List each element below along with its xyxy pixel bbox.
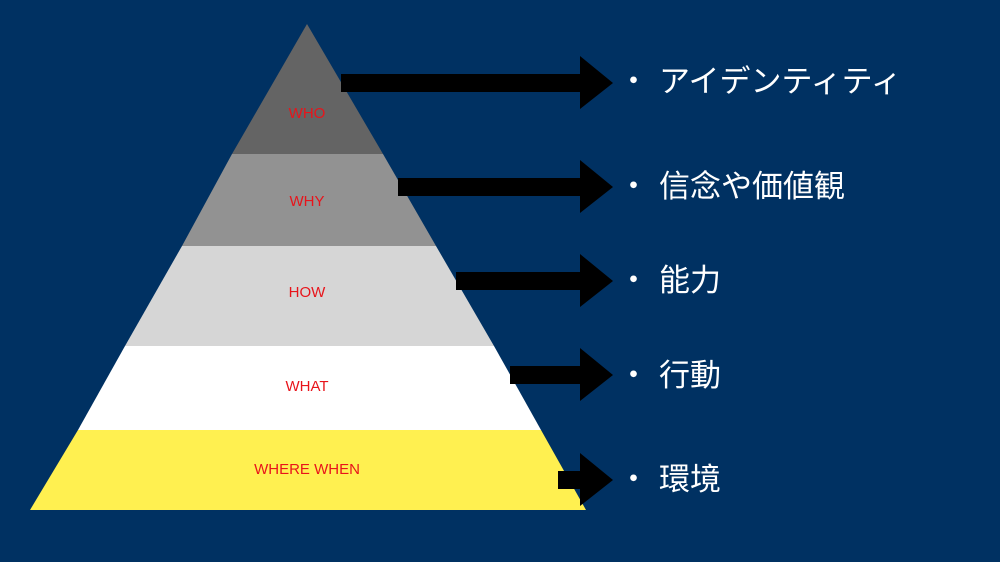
pyramid-layer-how [125, 246, 494, 346]
pyramid-layer-where [30, 430, 586, 510]
bullet: ・ [618, 64, 649, 100]
description-beliefs-values: ・信念や価値観 [618, 167, 845, 207]
description-identity: ・アイデンティティ [618, 62, 902, 102]
pyramid-label-who: WHO [289, 105, 326, 122]
bullet: ・ [618, 263, 649, 299]
pyramid-layer-who [232, 24, 383, 154]
description-behavior: ・行動 [618, 356, 721, 396]
description-text: 行動 [659, 358, 721, 394]
pyramid-label-where: WHERE WHEN [254, 461, 360, 478]
description-text: アイデンティティ [659, 64, 902, 100]
arrow-right-icon [398, 160, 613, 213]
arrow-right-icon [456, 254, 613, 307]
pyramid-label-why: WHY [290, 193, 325, 210]
pyramid-label-how: HOW [289, 284, 327, 301]
description-text: 能力 [659, 263, 721, 299]
arrow-right-icon [558, 453, 613, 506]
pyramid-layer-what [78, 346, 541, 430]
bullet: ・ [618, 169, 649, 205]
bullet: ・ [618, 358, 649, 394]
description-text: 環境 [659, 462, 721, 498]
arrow-right-icon [341, 56, 613, 109]
pyramid-label-what: WHAT [285, 378, 328, 395]
arrow-right-icon [510, 348, 613, 401]
pyramid-layer-why [182, 154, 436, 246]
description-text: 信念や価値観 [659, 169, 845, 205]
description-capability: ・能力 [618, 261, 721, 301]
bullet: ・ [618, 462, 649, 498]
description-environment: ・環境 [618, 460, 721, 500]
